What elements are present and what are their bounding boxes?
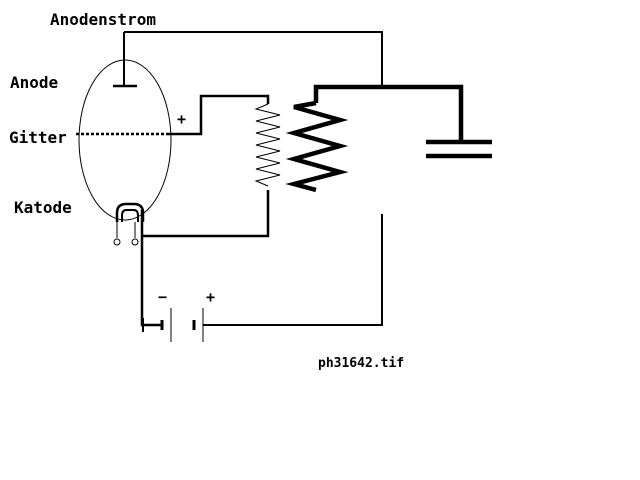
label-file-name: ph31642.tif bbox=[318, 356, 404, 371]
tank-circuit-frame bbox=[313, 84, 464, 142]
tank-coil bbox=[285, 100, 349, 193]
label-battery-plus: + bbox=[206, 288, 215, 306]
anode-current-wire bbox=[124, 31, 383, 87]
label-cathode: Katode bbox=[14, 198, 72, 217]
label-grid: Gitter bbox=[9, 128, 67, 147]
label-anode-current: Anodenstrom bbox=[50, 10, 156, 29]
battery-tank-wire bbox=[203, 214, 383, 326]
cathode-battery-wire bbox=[140, 210, 162, 327]
cathode-return-wire bbox=[142, 190, 270, 238]
feedback-coil bbox=[254, 103, 281, 187]
label-grid-plus: + bbox=[177, 110, 186, 128]
anode-electrode bbox=[113, 32, 137, 88]
cathode-filament bbox=[113, 202, 145, 246]
label-battery-minus: − bbox=[158, 288, 167, 306]
label-anode: Anode bbox=[10, 73, 58, 92]
tank-capacitor bbox=[426, 139, 492, 159]
grid-wire bbox=[168, 94, 270, 136]
